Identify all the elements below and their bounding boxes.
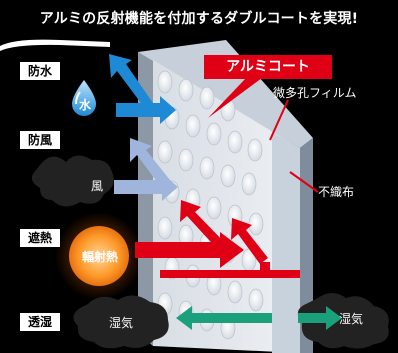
heat-reflected-arrow-2 — [231, 218, 268, 264]
row-label-windproof: 防風 — [20, 131, 60, 149]
wind-icon-label: 風 — [90, 179, 103, 193]
wind-cloud-icon — [31, 155, 114, 207]
nonwoven-layer — [272, 132, 300, 353]
header-pointer — [208, 78, 262, 118]
wind-row-icons — [31, 138, 178, 207]
aluminum-coat-label: アルミコート — [204, 55, 332, 79]
moisture-cloud-left-icon — [73, 295, 169, 349]
panel-side — [300, 138, 313, 353]
nonwoven-callout-line — [289, 171, 319, 193]
heat-incoming-arrow-1 — [135, 232, 244, 268]
heat-icon-label: 輻射熱 — [81, 250, 118, 264]
water-drop-icon — [72, 80, 96, 116]
wind-reflected-arrow — [130, 138, 170, 186]
moisture-right-label: 湿気 — [338, 312, 363, 326]
water-reflected-arrow — [109, 54, 153, 107]
row-label-heat-shield: 遮熱 — [20, 229, 60, 247]
row-label-breathable: 透湿 — [20, 313, 60, 331]
moisture-left-label: 湿気 — [108, 316, 133, 330]
moisture-arrow-out — [176, 306, 272, 330]
nonwoven-callout-label: 不織布 — [318, 185, 355, 199]
heat-row-icons — [55, 200, 300, 300]
heat-reflected-arrow-1 — [180, 200, 228, 252]
heat-incoming-arrow-2 — [160, 262, 300, 278]
water-incoming-arrow — [116, 96, 176, 124]
film-callout-label: 微多孔フィルム — [273, 86, 357, 100]
moisture-arrow-in — [298, 306, 342, 330]
radiant-heat-sun-icon — [69, 226, 129, 286]
water-icon-label: 水 — [78, 98, 91, 112]
film-callout-line — [269, 99, 289, 141]
panel-top-edge — [138, 52, 153, 346]
row-label-waterproof: 防水 — [20, 62, 60, 80]
moisture-row-icons — [73, 293, 389, 349]
headline: アルミの反射機能を付加するダブルコートを実現! — [39, 11, 359, 27]
moisture-cloud-right-icon — [297, 293, 389, 349]
water-row-icons — [72, 54, 176, 124]
